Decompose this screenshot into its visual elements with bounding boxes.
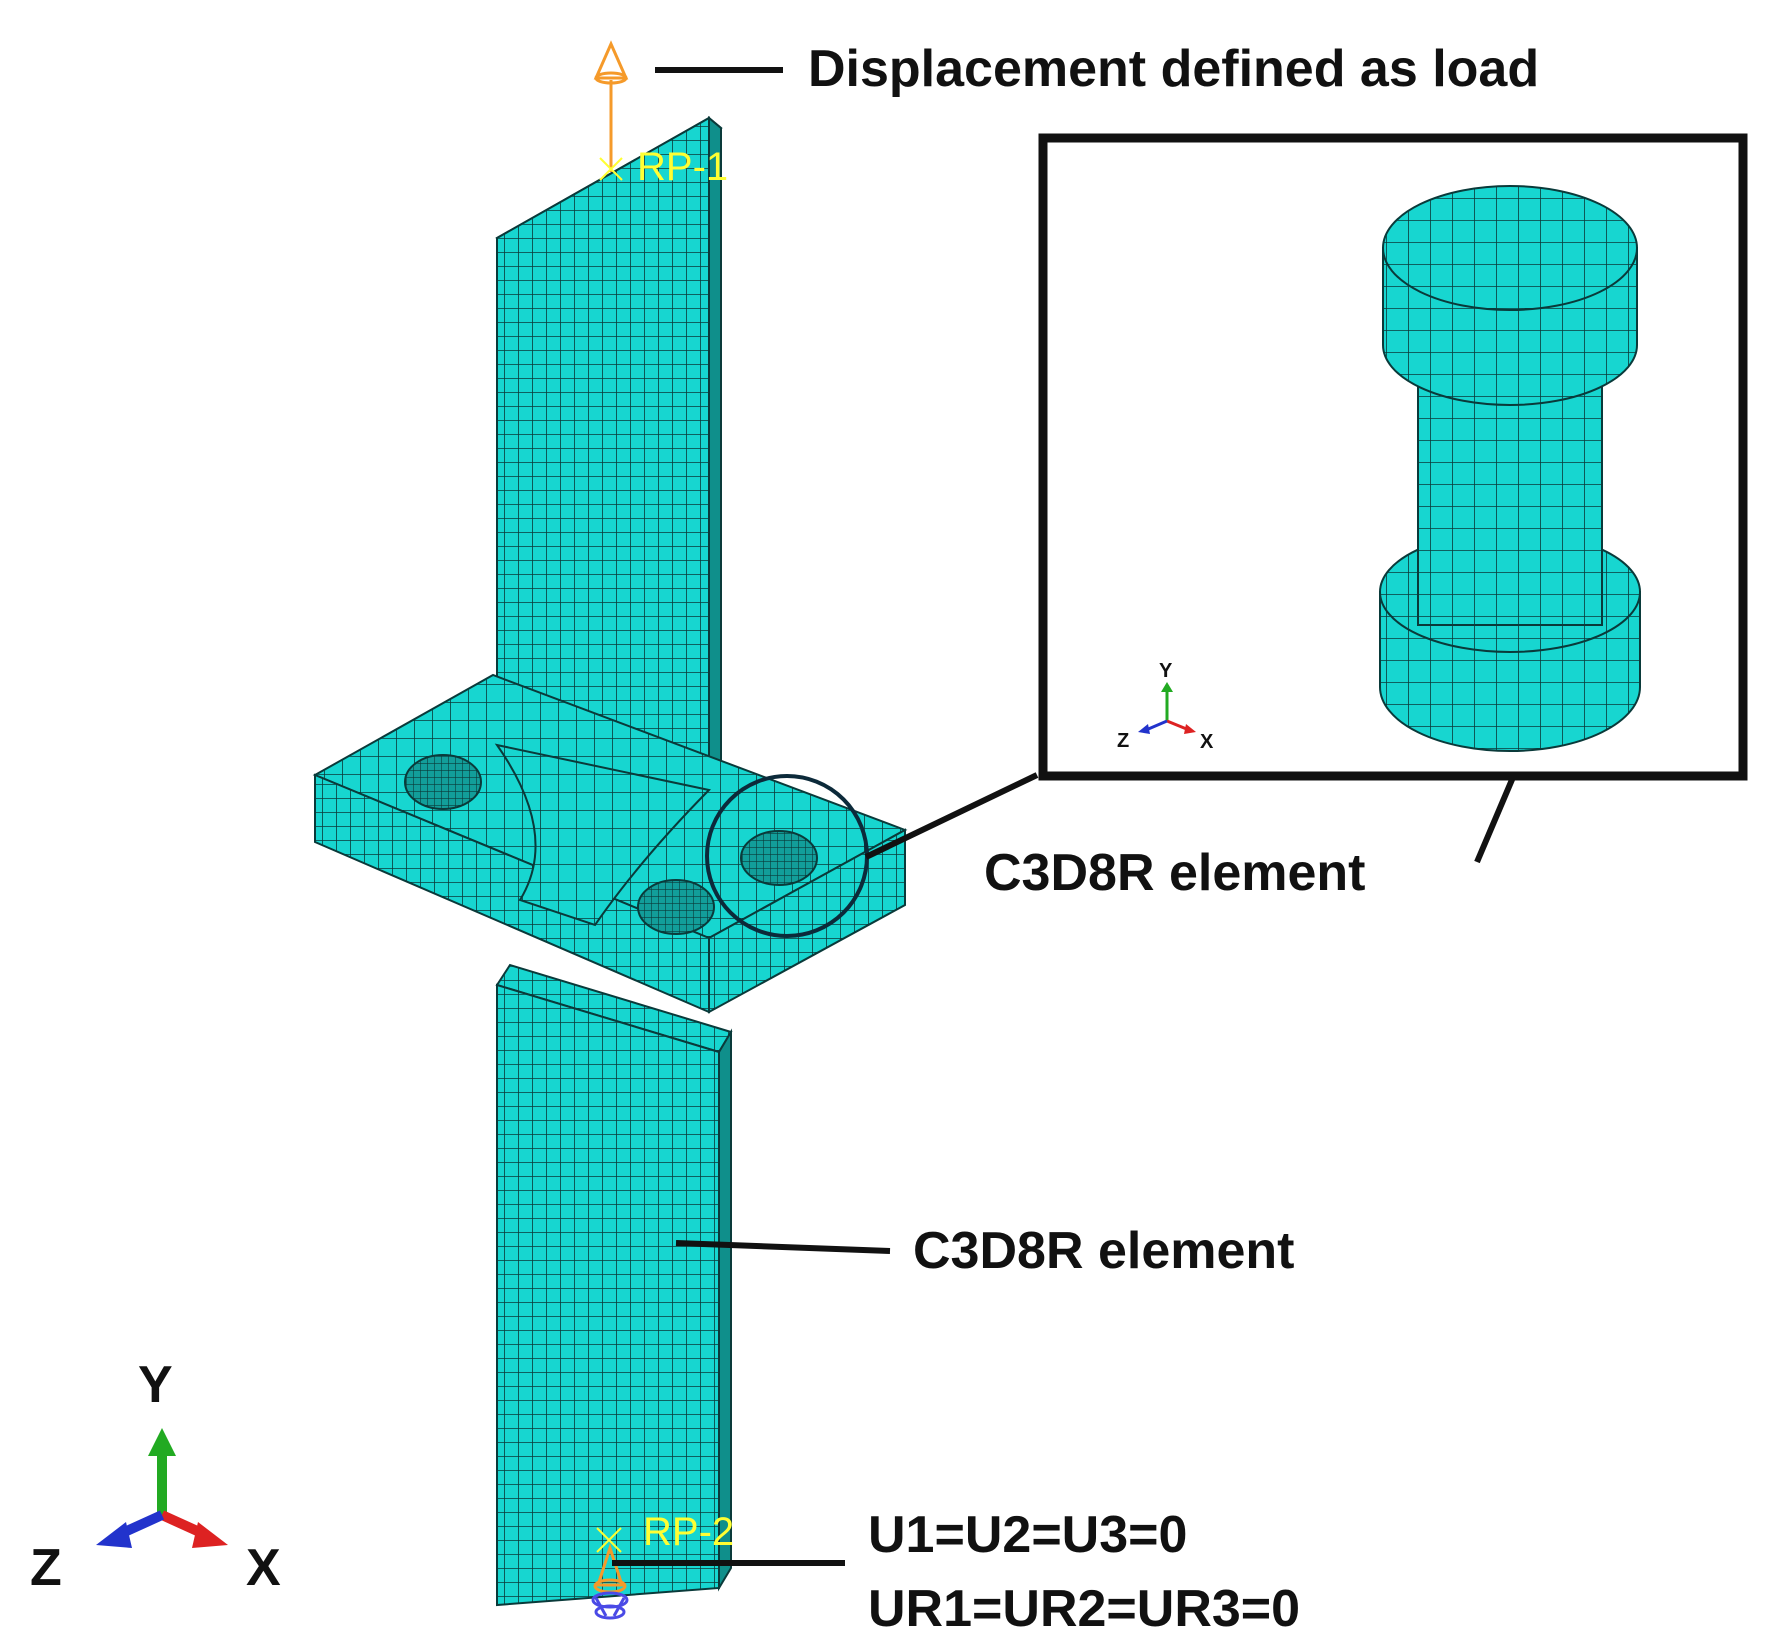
bolt-head-2: [637, 879, 715, 935]
fixed-support-icon: [591, 1543, 629, 1620]
axis-z-label: Z: [30, 1539, 62, 1597]
plate-leader-line: [675, 1240, 891, 1254]
load-label: Displacement defined as load: [808, 40, 1539, 98]
plate-element-label: C3D8R element: [913, 1222, 1294, 1280]
inset-axis-x-label: X: [1200, 731, 1214, 753]
bolt-model: [1379, 185, 1641, 752]
leader-lines: [612, 67, 1548, 1566]
upper-plate: [495, 115, 723, 822]
bc-label-line1: U1=U2=U3=0: [868, 1506, 1187, 1564]
inset-axis-y-label: Y: [1159, 660, 1173, 682]
flange-plate: [312, 673, 908, 1014]
lower-plate: [495, 963, 733, 1607]
inset-axis-z-label: Z: [1117, 730, 1129, 752]
rp1-marker-icon: [599, 157, 623, 181]
axis-x-label: X: [246, 1539, 281, 1597]
inset-connector-line: [864, 772, 1039, 860]
axis-y-label: Y: [138, 1356, 173, 1414]
load-arrow-icon: [593, 40, 629, 172]
axis-triad: Y Z X: [30, 1356, 281, 1597]
inset-axis-triad: Y Z X: [1117, 660, 1214, 753]
bolt-inset: Y Z X: [1038, 133, 1748, 781]
bolt-head-1: [404, 754, 482, 810]
fe-model: [312, 115, 908, 1607]
bc-label-line2: UR1=UR2=UR3=0: [868, 1580, 1300, 1638]
bolt-element-label: C3D8R element: [984, 844, 1365, 902]
rp2-marker-icon: [596, 1527, 622, 1553]
rp1-label: RP-1: [637, 145, 728, 189]
rp2-label: RP-2: [643, 1510, 734, 1554]
bolt-head-3: [740, 830, 818, 886]
